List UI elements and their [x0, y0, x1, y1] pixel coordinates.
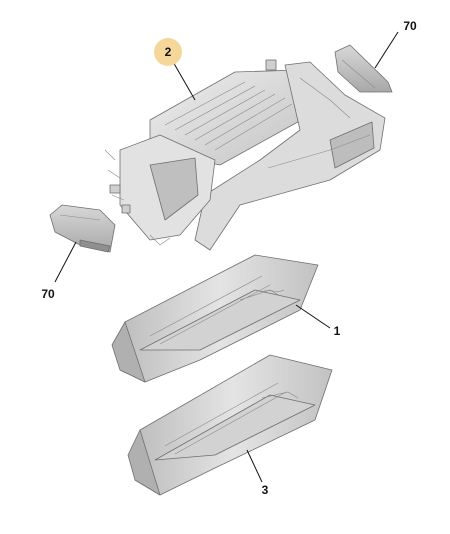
- part-3-tray: [127, 354, 333, 496]
- callout-70-left: 70: [41, 287, 55, 301]
- callout-1: 1: [334, 324, 341, 338]
- callout-2: 2: [165, 45, 172, 59]
- leader-1: [295, 304, 331, 329]
- part-70-left-cover: [49, 204, 116, 253]
- part-70-right-cover: [334, 44, 393, 93]
- part-2-housing: [104, 59, 386, 251]
- leader-2: [171, 59, 196, 101]
- part-1-tray: [111, 254, 319, 383]
- leader-lines: [54, 31, 399, 483]
- callouts: 2 70 70 1 3: [41, 19, 417, 497]
- leader-3: [246, 449, 263, 483]
- callout-70-right: 70: [403, 19, 417, 33]
- callout-2-highlight: [154, 38, 182, 66]
- callout-3: 3: [262, 483, 269, 497]
- leader-70-left: [54, 241, 77, 283]
- leader-70-right: [374, 31, 399, 69]
